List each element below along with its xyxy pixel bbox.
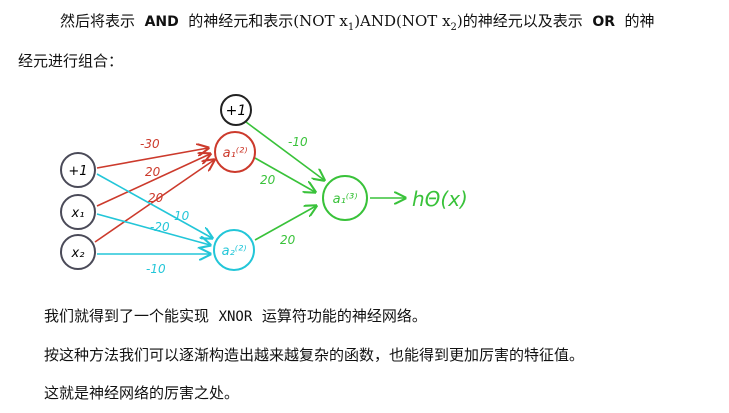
intro-line-1: 然后将表示 AND 的神经元和表示(NOT x1)AND(NOT x2)的神经元… xyxy=(60,10,655,39)
svg-text:x₂: x₂ xyxy=(71,246,85,261)
svg-text:a₁⁽³⁾: a₁⁽³⁾ xyxy=(333,192,358,207)
weight-cyan-x1: -20 xyxy=(150,220,170,234)
body-paragraph-2: 按这种方法我们可以逐渐构造出越来越复杂的函数，也能得到更加厉害的特征值。 xyxy=(44,346,585,364)
subscript-1: 1 xyxy=(347,22,355,33)
svg-text:+1: +1 xyxy=(68,164,87,179)
node-bias-top: +1 xyxy=(220,94,252,126)
svg-text:x₁: x₁ xyxy=(71,206,85,221)
and-keyword: AND xyxy=(144,14,179,30)
node-hidden-2: a₂⁽²⁾ xyxy=(213,229,255,271)
edge-cyan-x1 xyxy=(96,213,210,245)
intro-text-2: 的神经元和表示(NOT x xyxy=(188,12,348,30)
body-paragraph-3: 这就是神经网络的厉害之处。 xyxy=(44,384,240,402)
hypothesis-label: hΘ(x) xyxy=(412,187,468,211)
intro-line-2: 经元进行组合： xyxy=(18,52,124,70)
edge-cyan-bias xyxy=(96,173,212,238)
svg-text:+1: +1 xyxy=(226,103,247,119)
weight-green-h1: 20 xyxy=(260,173,276,187)
svg-text:a₁⁽²⁾: a₁⁽²⁾ xyxy=(223,146,248,161)
weight-cyan-bias: 10 xyxy=(174,209,190,223)
or-keyword: OR xyxy=(592,14,615,30)
node-input-bias: +1 xyxy=(60,152,96,188)
edge-green-h2 xyxy=(254,206,316,241)
edge-green-bias xyxy=(245,121,324,180)
weight-cyan-x2: -10 xyxy=(146,262,166,276)
edge-red-bias xyxy=(96,148,208,169)
intro-text-4: )的神经元以及表示 xyxy=(456,12,583,30)
subscript-2: 2 xyxy=(450,22,457,33)
weight-red-x2: 20 xyxy=(148,191,164,205)
intro-text-5: 的神 xyxy=(624,12,655,30)
body-paragraph-1: 我们就得到了一个能实现 XNOR 运算符功能的神经网络。 xyxy=(44,305,427,328)
body-text-1b: 运算符功能的神经网络。 xyxy=(261,307,427,325)
body-text-1a: 我们就得到了一个能实现 xyxy=(44,307,210,325)
neural-network-diagram: +1 +1 x₁ x₂ a₁⁽²⁾ a₂⁽²⁾ a₁⁽³⁾ hΘ(x) -30 … xyxy=(60,94,468,276)
node-input-x2: x₂ xyxy=(60,234,96,270)
intro-text-3: )AND(NOT x xyxy=(354,12,451,30)
node-hidden-1: a₁⁽²⁾ xyxy=(214,131,256,173)
weight-green-bias: -10 xyxy=(288,135,308,149)
node-output: a₁⁽³⁾ xyxy=(322,175,368,221)
node-input-x1: x₁ xyxy=(60,194,96,230)
weight-green-h2: 20 xyxy=(280,233,296,247)
weight-red-bias: -30 xyxy=(140,137,160,151)
intro-text-1: 然后将表示 xyxy=(60,12,136,30)
weight-red-x1: 20 xyxy=(145,165,161,179)
edge-red-x2 xyxy=(94,160,214,243)
edge-green-h1 xyxy=(254,157,315,192)
edge-red-x1 xyxy=(96,154,210,207)
xnor-keyword: XNOR xyxy=(218,309,253,325)
svg-text:a₂⁽²⁾: a₂⁽²⁾ xyxy=(222,244,247,259)
